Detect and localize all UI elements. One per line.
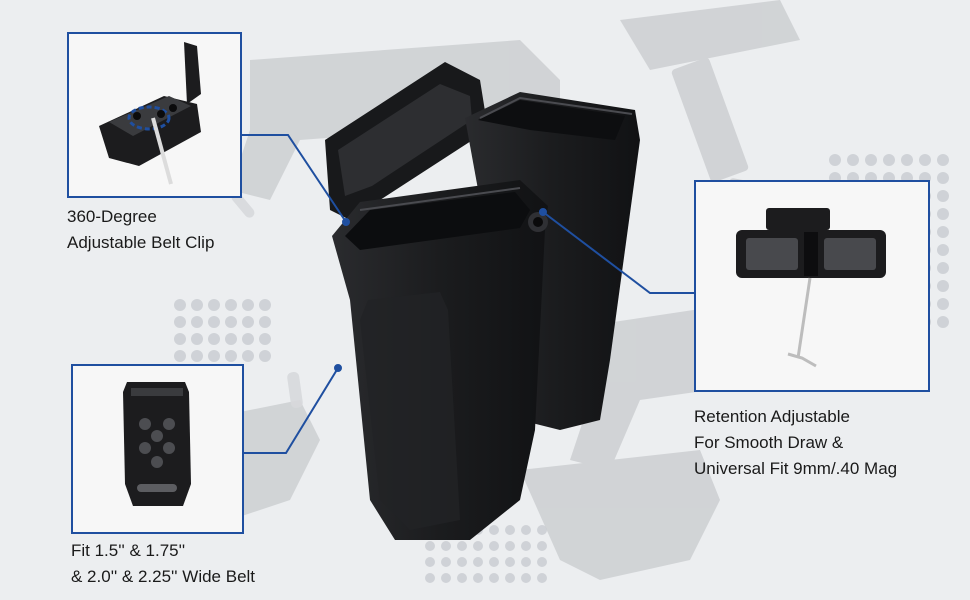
cartridge-base [901,154,913,166]
retention-detail-frame [694,180,930,392]
cartridge-base [847,154,859,166]
cartridge-base [174,316,186,328]
cartridge-base [937,262,949,274]
cartridge-base [937,244,949,256]
cartridge-base [225,350,237,362]
cartridge-base [225,316,237,328]
cartridge-base [425,557,435,567]
retention-caption-line2: For Smooth Draw & [694,433,844,452]
cartridge-base [937,208,949,220]
cartridge-base [937,280,949,292]
cartridge-base [191,350,203,362]
cartridge-base [505,557,515,567]
cartridge-base [457,573,467,583]
cartridge-base [829,154,841,166]
cartridge-base [489,541,499,551]
belt-fit-detail-frame [71,364,244,534]
cartridge-base [259,316,271,328]
cartridge-base [174,299,186,311]
cartridge-base [441,557,451,567]
cartridge-base [537,573,547,583]
cartridge-base [521,573,531,583]
belt-fit-caption: Fit 1.5'' & 1.75'' & 2.0'' & 2.25'' Wide… [71,538,255,590]
cartridge-base [425,573,435,583]
belt-clip-caption-line1: 360-Degree [67,207,157,226]
cartridge-base [937,154,949,166]
cartridge-base [473,573,483,583]
retention-caption-line3: Universal Fit 9mm/.40 Mag [694,459,898,478]
belt-clip-rear-image [123,382,191,506]
belt-fit-caption-line1: Fit 1.5'' & 1.75'' [71,541,186,560]
cartridge-base [225,299,237,311]
cartridge-base [208,299,220,311]
cartridge-base [242,316,254,328]
belt-clip-caption: 360-Degree Adjustable Belt Clip [67,204,214,256]
belt-clip-caption-line2: Adjustable Belt Clip [67,233,215,252]
cartridge-base [191,333,203,345]
cartridge-base [883,154,895,166]
cartridge-base [174,333,186,345]
belt-clip-detail-frame [67,32,242,198]
cartridge-base [208,316,220,328]
cartridge-base [242,299,254,311]
cartridge-base [521,557,531,567]
cartridge-base [225,333,237,345]
cartridge-base [489,573,499,583]
cartridge-base [242,350,254,362]
cartridge-base [259,350,271,362]
cartridge-base [489,557,499,567]
cartridge-base [537,541,547,551]
retention-caption: Retention Adjustable For Smooth Draw & U… [694,404,897,482]
cartridge-base [208,350,220,362]
cartridge-base [505,525,515,535]
ammo-tray-bottom [425,525,547,583]
cartridge-base [937,298,949,310]
cartridge-base [473,541,483,551]
cartridge-base [208,333,220,345]
cartridge-base [425,541,435,551]
belt-fit-caption-line2: & 2.0'' & 2.25'' Wide Belt [71,567,256,586]
belt-clip-rotated-image [99,42,201,185]
cartridge-base [937,316,949,328]
cartridge-base [937,190,949,202]
cartridge-base [191,299,203,311]
cartridge-base [174,350,186,362]
cartridge-base [457,557,467,567]
cartridge-base [457,541,467,551]
cartridge-base [259,333,271,345]
cartridge-base [505,541,515,551]
cartridge-base [473,557,483,567]
cartridge-base [242,333,254,345]
cartridge-base [259,299,271,311]
retention-caption-line1: Retention Adjustable [694,407,850,426]
cartridge-base [441,541,451,551]
cartridge-base [191,316,203,328]
cartridge-base [937,226,949,238]
cartridge-base [441,573,451,583]
cartridge-base [537,525,547,535]
cartridge-base [937,172,949,184]
cartridge-base [521,541,531,551]
cartridge-base [521,525,531,535]
cartridge-base [865,154,877,166]
ammo-tray-left [174,299,271,362]
retention-screw-image [736,208,886,368]
cartridge-base [919,154,931,166]
cartridge-base [489,525,499,535]
cartridge-base [505,573,515,583]
cartridge-base [537,557,547,567]
